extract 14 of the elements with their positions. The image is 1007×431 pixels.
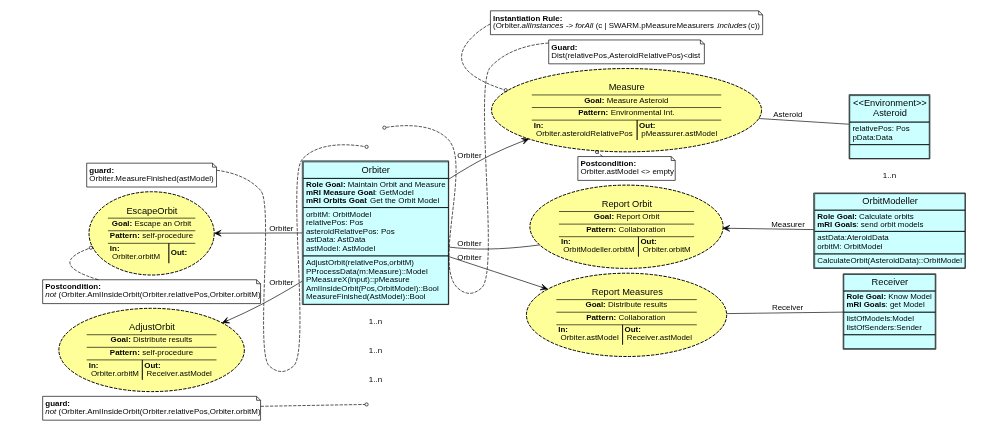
arrow xyxy=(447,138,529,180)
connector xyxy=(215,144,365,372)
arrow xyxy=(221,280,302,324)
connector xyxy=(259,404,365,407)
connector xyxy=(460,23,508,93)
connector xyxy=(448,244,540,250)
arrow xyxy=(447,256,548,291)
connector xyxy=(69,245,99,281)
connector xyxy=(757,118,849,125)
arrow xyxy=(213,229,302,237)
connector xyxy=(385,42,549,294)
connector xyxy=(726,311,843,314)
connector xyxy=(594,150,603,157)
arrow xyxy=(722,225,814,232)
